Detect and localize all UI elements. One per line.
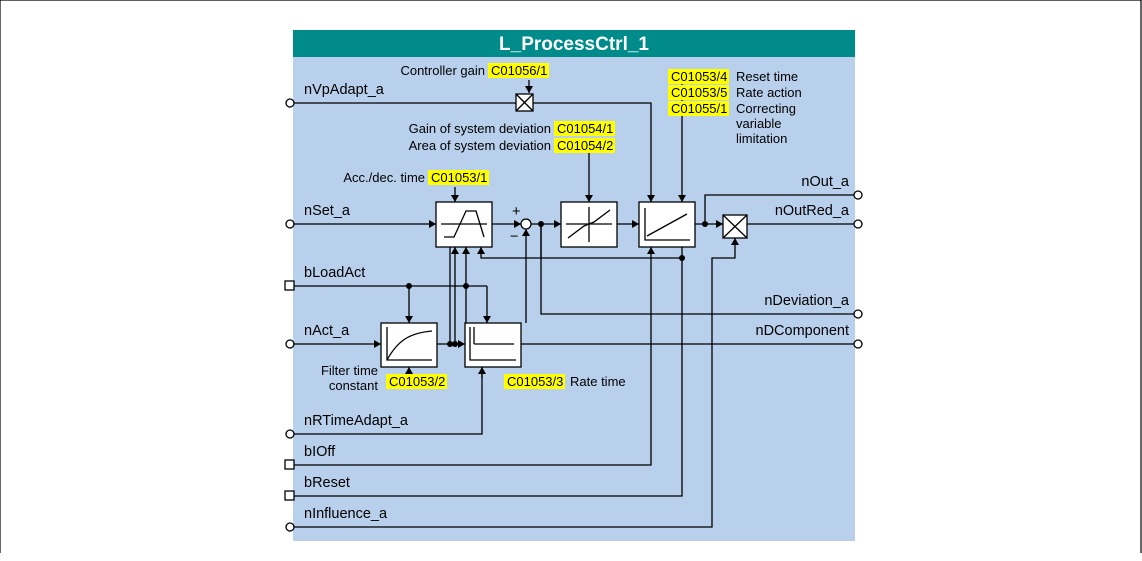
area-dev-code: C01054/2 — [557, 138, 613, 153]
label-nRTimeAdapt_a: nRTimeAdapt_a — [304, 413, 409, 429]
port-nAct_a — [285, 339, 295, 349]
limitation-label-3: limitation — [736, 131, 787, 146]
differentiator-icon — [464, 322, 522, 368]
rate-time-label: Rate time — [570, 374, 626, 389]
label-nOut_a: nOut_a — [801, 174, 849, 190]
ramp-icon — [435, 201, 493, 248]
label-nVpAdapt_a: nVpAdapt_a — [304, 82, 385, 98]
port-nInfluence_a — [285, 522, 295, 532]
junction-dots — [406, 221, 708, 347]
label-nDeviation_a: nDeviation_a — [764, 293, 850, 309]
lowpass-icon — [380, 322, 438, 368]
filter-label-2: constant — [329, 378, 379, 393]
label-bLoadAct: bLoadAct — [304, 265, 365, 281]
block-header — [293, 30, 855, 57]
rate-action-code: C01053/5 — [671, 85, 727, 100]
label-nOutRed_a: nOutRed_a — [775, 203, 850, 219]
multiply-icon — [722, 214, 748, 239]
port-bReset — [284, 490, 295, 501]
minus-sign: − — [510, 229, 518, 245]
port-bIOff — [284, 459, 295, 470]
arrowheads — [374, 86, 739, 374]
port-nVpAdapt_a — [285, 98, 295, 108]
port-nRTimeAdapt_a — [285, 429, 295, 439]
label-nInfluence_a: nInfluence_a — [304, 506, 388, 522]
limitation-label-2: variable — [736, 116, 782, 131]
port-nSet_a — [285, 219, 295, 229]
limitation-code: C01055/1 — [671, 101, 727, 116]
plus-sign: + — [512, 204, 520, 220]
gain-dev-code: C01054/1 — [557, 121, 613, 136]
output-ports — [853, 190, 863, 349]
filter-code: C01053/2 — [389, 374, 445, 389]
output-labels: nOut_a nOutRed_a nDeviation_a nDComponen… — [756, 174, 850, 339]
area-dev-label: Area of system deviation — [409, 138, 551, 153]
port-bLoadAct — [284, 280, 295, 291]
label-bReset: bReset — [304, 475, 350, 491]
reset-time-label: Reset time — [736, 69, 798, 84]
acc-dec-code: C01053/1 — [431, 170, 487, 185]
port-nDeviation_a — [853, 309, 863, 319]
gain-code: C01056/1 — [491, 63, 547, 78]
gain-dev-label: Gain of system deviation — [409, 121, 551, 136]
rate-action-label: Rate action — [736, 85, 802, 100]
multiply-icon — [515, 93, 534, 112]
pid-icon — [638, 201, 696, 248]
input-labels: nVpAdapt_a nSet_a bLoadAct nAct_a nRTime… — [304, 82, 409, 522]
block-title: L_ProcessCtrl_1 — [499, 34, 649, 55]
gain-label: Controller gain — [400, 63, 485, 78]
parameter-labels: Controller gain C01056/1 C01053/4 Reset … — [321, 63, 802, 393]
code-highlights — [386, 63, 729, 389]
label-nDComponent: nDComponent — [756, 323, 850, 339]
port-nOutRed_a — [853, 219, 863, 229]
acc-dec-label: Acc./dec. time — [343, 170, 425, 185]
label-bIOff: bIOff — [304, 444, 336, 460]
reset-time-code: C01053/4 — [671, 69, 727, 84]
filter-label-1: Filter time — [321, 363, 378, 378]
port-nDComponent — [853, 339, 863, 349]
label-nAct_a: nAct_a — [304, 323, 350, 339]
rate-time-code: C01053/3 — [507, 374, 563, 389]
summing-junction-icon: + − — [510, 204, 532, 245]
label-nSet_a: nSet_a — [304, 203, 351, 219]
input-ports — [284, 98, 295, 532]
deadband-icon — [560, 201, 618, 248]
limitation-label-1: Correcting — [736, 101, 796, 116]
port-nOut_a — [853, 190, 863, 200]
